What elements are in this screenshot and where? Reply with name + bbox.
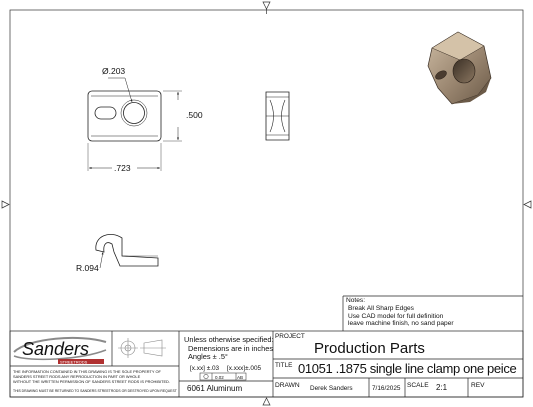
sanders-logo: Sanders STREETRODS xyxy=(13,336,107,364)
material: 6061 Aluminum xyxy=(187,384,243,393)
drawing-title: 01051 .1875 single line clamp one peice xyxy=(298,361,517,376)
tolerance-units: Demensions are in inches xyxy=(188,343,274,353)
tolerance-two-place: [x.xx] ±.03 xyxy=(190,365,220,372)
logo-brand: Sanders xyxy=(22,339,89,359)
scale-value: 2:1 xyxy=(436,383,448,392)
disclaimer-line: WITHOUT THE WRITTEN PERMISSION OF SANDER… xyxy=(13,379,170,384)
tolerance-angles: Angles ± .5° xyxy=(188,352,228,362)
disclaimer-line: SANDERS STREET RODS ANY REPRODUCTION IN … xyxy=(13,374,141,379)
disclaimer: THE INFORMATION CONTAINED IN THIS DRAWIN… xyxy=(13,369,170,384)
drawn-by: Derek Sanders xyxy=(310,385,353,392)
dim-hole-diameter: Ø.203 xyxy=(102,66,125,76)
tolerance-frame-icon: 0.02 AB xyxy=(199,372,247,381)
drawn-label: DRAWN xyxy=(275,382,300,389)
return-note: THIS DRAWING MUST BE RETURNED TO SANDERS… xyxy=(13,389,177,393)
title-block-grid xyxy=(9,295,524,398)
title-label: TITLE xyxy=(275,362,293,369)
tolerance-block: Unless otherwise specified: Demensions a… xyxy=(184,335,274,362)
project-label: PROJECT xyxy=(275,333,305,340)
dim-radius: R.094 xyxy=(76,263,99,273)
note-line: Use CAD model for full definition xyxy=(348,312,444,320)
isometric-view xyxy=(427,31,492,105)
rev-label: REV xyxy=(471,382,485,389)
tolerance-three-place: [x.xxx]±.005 xyxy=(227,365,262,372)
disclaimer-line: THE INFORMATION CONTAINED IN THIS DRAWIN… xyxy=(13,369,161,374)
svg-text:AB: AB xyxy=(237,375,243,380)
front-view xyxy=(87,77,182,171)
dim-height: .500 xyxy=(186,110,203,120)
dim-width: .723 xyxy=(114,163,131,173)
note-line: leave machine finish, no sand paper xyxy=(348,320,454,328)
scale-label: SCALE xyxy=(407,382,429,389)
note-line: Break All Sharp Edges xyxy=(348,304,414,312)
logo-tagline: STREETRODS xyxy=(60,359,88,364)
drawn-date: 7/16/2025 xyxy=(372,385,401,392)
notes-block: Notes: Break All Sharp Edges Use CAD mod… xyxy=(346,297,454,328)
svg-text:0.02: 0.02 xyxy=(215,375,224,380)
tolerance-header: Unless otherwise specified: xyxy=(184,335,274,344)
projection-symbol-icon xyxy=(118,338,166,358)
bottom-view xyxy=(95,234,159,269)
side-view xyxy=(265,91,290,141)
project-name: Production Parts xyxy=(314,340,425,357)
notes-header: Notes: xyxy=(346,297,366,304)
